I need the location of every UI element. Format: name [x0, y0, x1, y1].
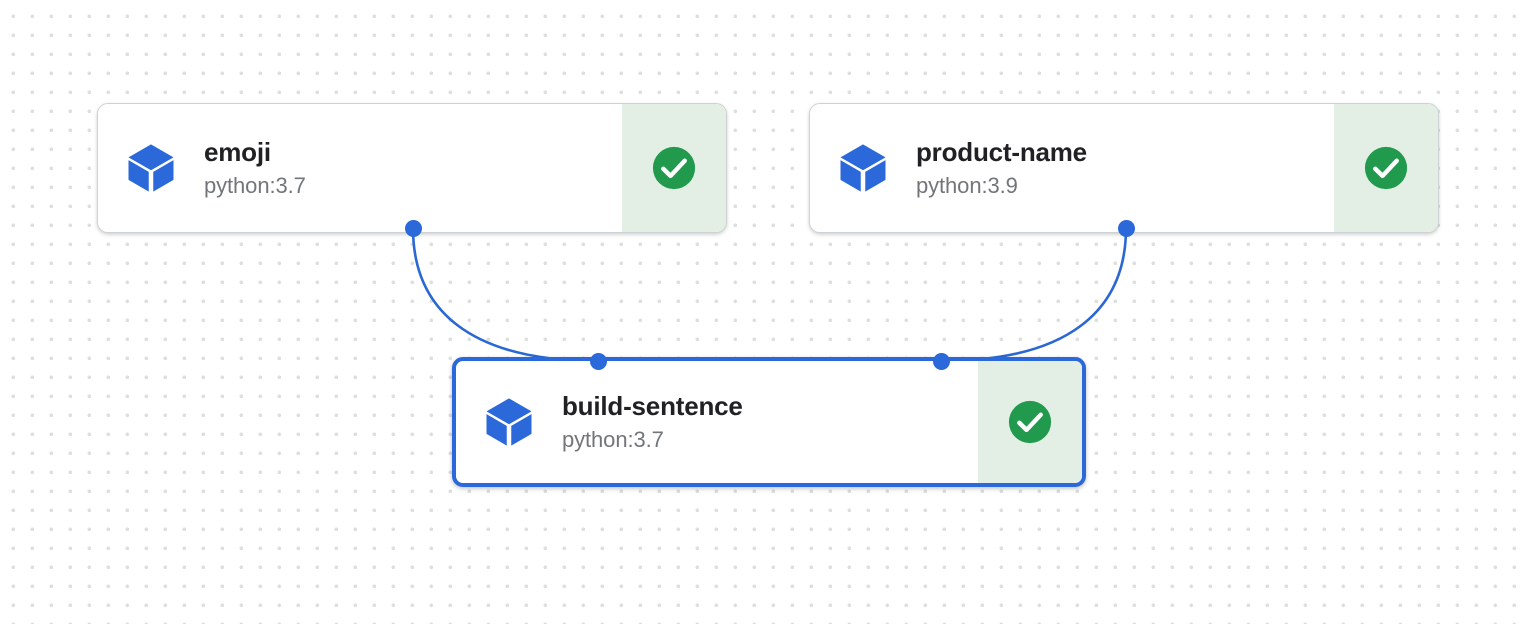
- node-emoji-text: emoji python:3.7: [204, 138, 306, 198]
- node-subtitle: python:3.7: [562, 426, 664, 452]
- status-badge: [978, 361, 1082, 483]
- node-build-sentence-text: build-sentence python:3.7: [562, 392, 743, 452]
- node-product-name-text: product-name python:3.9: [916, 138, 1087, 198]
- edge-product-name-to-build-sentence: [939, 226, 1128, 363]
- node-build-sentence[interactable]: build-sentence python:3.7: [452, 357, 1086, 487]
- node-emoji[interactable]: emoji python:3.7: [97, 103, 727, 233]
- edge-emoji-to-build-sentence: [411, 226, 600, 363]
- handle-build-sentence-target-left[interactable]: [589, 352, 607, 370]
- handle-emoji-source[interactable]: [404, 219, 422, 237]
- cube-icon: [840, 144, 886, 192]
- node-title: build-sentence: [562, 391, 743, 422]
- handle-build-sentence-target-right[interactable]: [932, 352, 950, 370]
- cube-icon: [486, 398, 532, 446]
- node-product-name-body[interactable]: product-name python:3.9: [810, 104, 1334, 232]
- node-build-sentence-body[interactable]: build-sentence python:3.7: [456, 361, 978, 483]
- node-subtitle: python:3.9: [916, 172, 1018, 198]
- node-title: product-name: [916, 137, 1087, 168]
- node-product-name[interactable]: product-name python:3.9: [809, 103, 1439, 233]
- handle-product-name-source[interactable]: [1117, 219, 1135, 237]
- check-circle-icon: [1008, 400, 1052, 444]
- node-subtitle: python:3.7: [204, 172, 306, 198]
- check-circle-icon: [1364, 146, 1408, 190]
- status-badge: [1334, 104, 1438, 232]
- node-title: emoji: [204, 137, 271, 168]
- cube-icon: [128, 144, 174, 192]
- status-badge: [622, 104, 726, 232]
- node-emoji-body[interactable]: emoji python:3.7: [98, 104, 622, 232]
- check-circle-icon: [652, 146, 696, 190]
